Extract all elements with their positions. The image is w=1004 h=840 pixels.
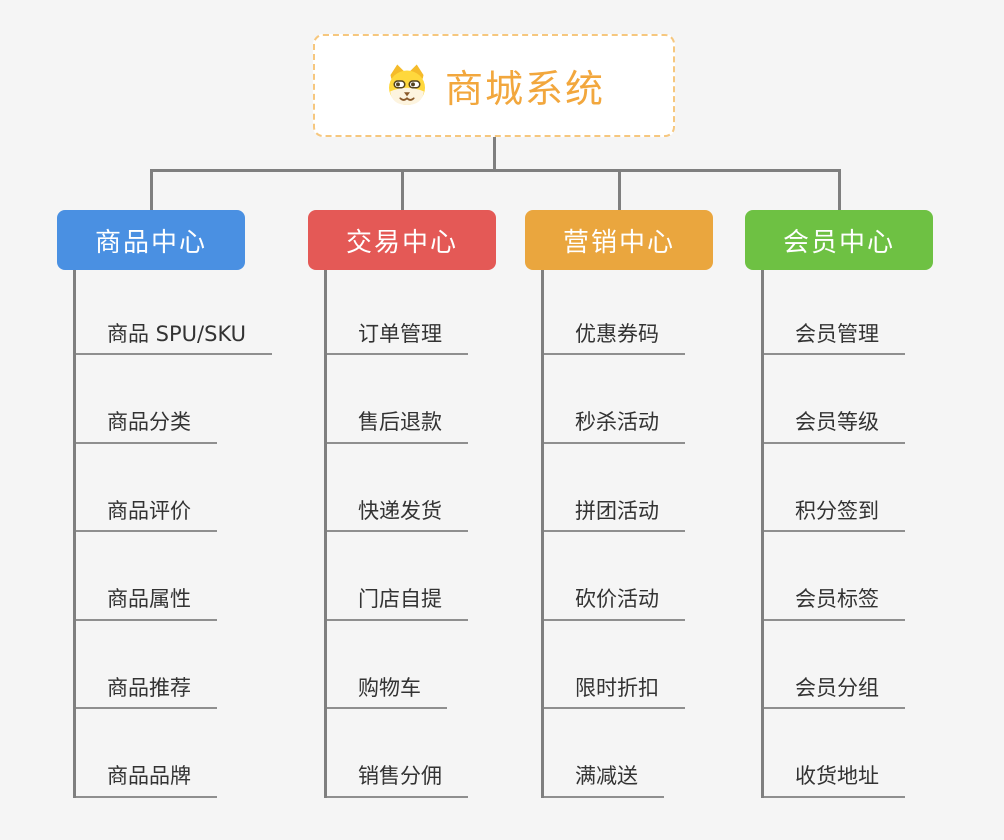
leaf-after-sale-refund[interactable]: 售后退款: [327, 410, 468, 444]
leaf-flash-sale[interactable]: 秒杀活动: [544, 410, 685, 444]
leaf-time-limited-discount[interactable]: 限时折扣: [544, 676, 685, 709]
leaf-member-group[interactable]: 会员分组: [764, 676, 905, 709]
connector-root-stub: [492, 137, 496, 170]
leaf-row: 商品 SPU/SKU: [76, 270, 273, 355]
leaf-row: 收货地址: [764, 709, 905, 798]
branch-label: 交易中心: [345, 227, 458, 258]
leaf-row: 商品品牌: [76, 709, 272, 798]
leaf-member-level[interactable]: 会员等级: [764, 410, 905, 444]
root-title: 商城系统: [444, 67, 605, 111]
branch-marketing-center: 营销中心 优惠券码 秒杀活动 拼团活动 砍价活动 限时折扣 满减送: [525, 210, 785, 798]
leaf-row: 拼团活动: [544, 444, 685, 532]
leaf-row: 满减送: [544, 709, 685, 798]
leaf-row: 订单管理: [327, 270, 468, 355]
leaf-row: 商品推荐: [76, 621, 272, 709]
leaf-bargain-activity[interactable]: 砍价活动: [544, 587, 685, 621]
root-node[interactable]: 商城系统: [313, 34, 675, 137]
leaf-row: 积分签到: [764, 444, 905, 532]
leaf-row: 售后退款: [327, 355, 468, 444]
branch-children: 会员管理 会员等级 积分签到 会员标签 会员分组 收货地址: [761, 270, 905, 798]
connector-drop-trade: [400, 170, 404, 210]
leaf-store-pickup[interactable]: 门店自提: [327, 587, 468, 621]
leaf-member-tag[interactable]: 会员标签: [764, 587, 905, 621]
leaf-sales-commission[interactable]: 销售分佣: [327, 764, 468, 798]
branch-label: 商品中心: [94, 227, 207, 258]
branch-product-center: 商品中心 商品 SPU/SKU 商品分类 商品评价 商品属性 商品推荐 商品品牌: [57, 210, 317, 798]
leaf-row: 快递发货: [327, 444, 468, 532]
leaf-row: 会员管理: [764, 270, 905, 355]
branch-trade-center: 交易中心 订单管理 售后退款 快递发货 门店自提 购物车 销售分佣: [308, 210, 568, 798]
leaf-row: 优惠券码: [544, 270, 685, 355]
branch-children: 商品 SPU/SKU 商品分类 商品评价 商品属性 商品推荐 商品品牌: [73, 270, 273, 798]
leaf-row: 门店自提: [327, 532, 468, 621]
leaf-shopping-cart[interactable]: 购物车: [327, 676, 447, 709]
branch-node-trade-center[interactable]: 交易中心: [308, 210, 496, 270]
branch-children: 订单管理 售后退款 快递发货 门店自提 购物车 销售分佣: [324, 270, 468, 798]
leaf-member-management[interactable]: 会员管理: [764, 322, 905, 355]
leaf-shipping-address[interactable]: 收货地址: [764, 764, 905, 798]
leaf-row: 会员标签: [764, 532, 905, 621]
leaf-row: 限时折扣: [544, 621, 685, 709]
leaf-row: 砍价活动: [544, 532, 685, 621]
leaf-row: 秒杀活动: [544, 355, 685, 444]
leaf-group-buy[interactable]: 拼团活动: [544, 499, 685, 532]
leaf-row: 商品属性: [76, 532, 272, 621]
branch-label: 营销中心: [562, 227, 675, 258]
branch-node-product-center[interactable]: 商品中心: [57, 210, 245, 270]
leaf-row: 购物车: [327, 621, 468, 709]
leaf-product-brand[interactable]: 商品品牌: [76, 764, 217, 798]
leaf-coupon-code[interactable]: 优惠券码: [544, 322, 685, 355]
leaf-product-review[interactable]: 商品评价: [76, 499, 217, 532]
leaf-product-category[interactable]: 商品分类: [76, 410, 217, 444]
leaf-row: 商品评价: [76, 444, 272, 532]
connector-horizontal-rail: [149, 168, 841, 172]
connector-drop-member: [837, 170, 841, 210]
dog-icon: [388, 64, 425, 105]
leaf-spend-save[interactable]: 满减送: [544, 764, 664, 798]
branch-children: 优惠券码 秒杀活动 拼团活动 砍价活动 限时折扣 满减送: [541, 270, 685, 798]
connector-drop-product: [149, 170, 153, 210]
branch-node-marketing-center[interactable]: 营销中心: [525, 210, 713, 270]
connector-drop-marketing: [617, 170, 621, 210]
leaf-row: 会员等级: [764, 355, 905, 444]
branch-label: 会员中心: [782, 227, 895, 258]
leaf-product-spu-sku[interactable]: 商品 SPU/SKU: [76, 322, 273, 355]
leaf-row: 会员分组: [764, 621, 905, 709]
leaf-product-recommend[interactable]: 商品推荐: [76, 676, 217, 709]
leaf-product-attribute[interactable]: 商品属性: [76, 587, 217, 621]
leaf-row: 商品分类: [76, 355, 272, 444]
leaf-express-delivery[interactable]: 快递发货: [327, 499, 468, 532]
leaf-row: 销售分佣: [327, 709, 468, 798]
leaf-order-management[interactable]: 订单管理: [327, 322, 468, 355]
branch-node-member-center[interactable]: 会员中心: [745, 210, 933, 270]
leaf-points-checkin[interactable]: 积分签到: [764, 499, 905, 532]
branch-member-center: 会员中心 会员管理 会员等级 积分签到 会员标签 会员分组 收货地址: [745, 210, 1004, 798]
